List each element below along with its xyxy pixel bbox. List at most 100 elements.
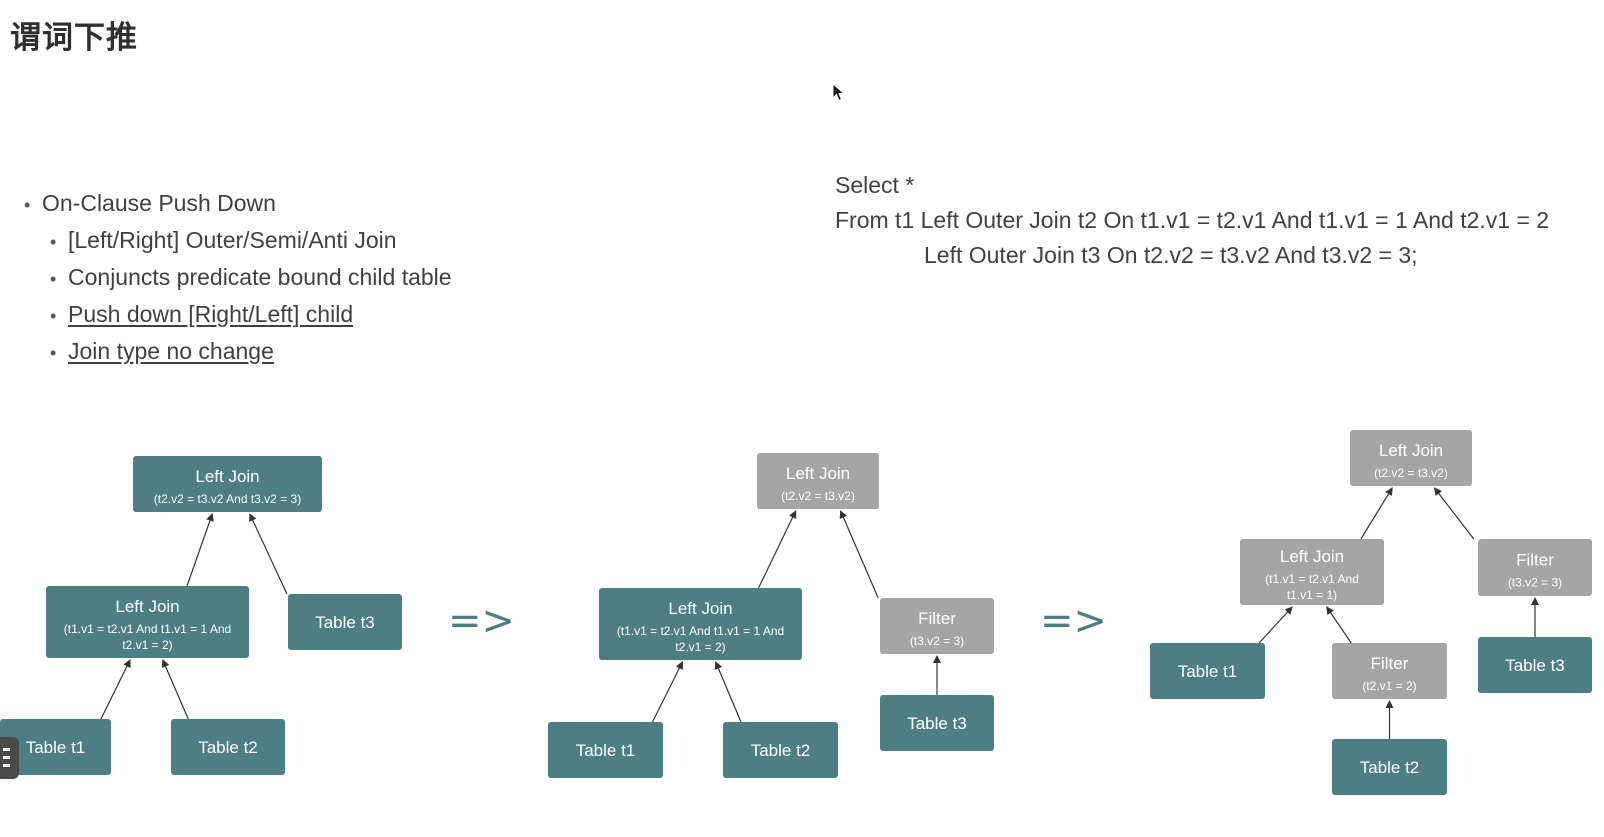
bullet-text: Conjuncts predicate bound child table: [68, 264, 452, 290]
plan-node-title: Table t2: [1360, 758, 1420, 777]
bullet-text: Push down [Right/Left] child: [68, 301, 354, 327]
plan-edge-arrow: [1258, 606, 1293, 644]
bullet-dot-icon: •: [50, 269, 57, 289]
bullet-list: • On-Clause Push Down • [Left/Right] Outer…: [24, 186, 452, 371]
plan-node-box: [599, 588, 802, 660]
plan-node-t2: Table t2: [1332, 739, 1447, 795]
sql-line: Left Outer Join t3 On t2.v2 = t3.v2 And …: [924, 242, 1418, 268]
plan-node-title: Table t3: [315, 613, 375, 632]
plan-node-condition: (t2.v1 = 2): [1362, 679, 1416, 693]
bullet-text: Join type no change: [68, 338, 274, 364]
bullet-text: On-Clause Push Down: [42, 190, 276, 216]
plan-node-title: Left Join: [1379, 441, 1443, 460]
plan-node-condition: t1.v1 = 1): [1287, 588, 1337, 602]
plan-node-box: [757, 453, 879, 509]
plan-node-box: [880, 695, 994, 751]
plan-edge-arrow: [1433, 487, 1475, 540]
bullet-item: • On-Clause Push Down: [24, 186, 452, 223]
plan-node-t1: Table t1: [0, 719, 111, 775]
plan-node-title: Filter: [1371, 654, 1409, 673]
plan-node-box: [880, 598, 994, 654]
plan-node-title: Table t2: [198, 738, 258, 757]
after-first-pushdown-tree: Left Join(t2.v2 = t3.v2) Left Join (t1.v1 …: [548, 453, 994, 778]
plan-node-box: [0, 719, 111, 775]
plan-node-box: [548, 722, 663, 778]
plan-node-box: [288, 594, 402, 650]
plan-node-filter-t3: Filter (t3.v2 = 3): [880, 598, 994, 654]
plan-node-condition: (t1.v1 = t2.v1 And t1.v1 = 1 And: [64, 622, 231, 636]
plan-node-t1: Table t1: [548, 722, 663, 778]
bullet-item: • Join type no change: [24, 334, 452, 371]
plan-node-condition: (t1.v1 = t2.v1 And: [1265, 572, 1359, 586]
plan-node-title: Table t3: [1505, 656, 1565, 675]
plan-node-box: [1332, 739, 1447, 795]
plan-node-box: [1478, 539, 1592, 596]
bullet-item: • Push down [Right/Left] child: [24, 297, 452, 334]
plan-node-lj-bottom: Left Join (t1.v1 = t2.v1 And t1.v1 = 1 An…: [599, 588, 802, 660]
plan-node-t3: Table t3: [288, 594, 402, 650]
plan-node-title: Table t2: [751, 741, 811, 760]
slide-title: 谓词下推: [10, 20, 138, 56]
plan-node-box: [1332, 643, 1447, 699]
plan-node-t1: Table t1: [1150, 643, 1265, 699]
bullet-dot-icon: •: [50, 306, 57, 326]
bullet-text: [Left/Right] Outer/Semi/Anti Join: [68, 227, 397, 253]
plan-node-condition: (t1.v1 = t2.v1 And t1.v1 = 1 And: [617, 624, 784, 638]
plan-node-title: Left Join: [115, 597, 179, 616]
plan-node-lj-top: Left Join (t2.v2 = t3.v2): [1350, 430, 1472, 486]
bullet-dot-icon: •: [50, 232, 57, 252]
plan-node-condition: (t2.v2 = t3.v2): [1374, 466, 1448, 480]
transition-arrow: =>: [448, 598, 515, 644]
plan-node-box: [1478, 637, 1592, 693]
plan-node-lj-bottom: Left Join (t1.v1 = t2.v1 And t1.v1 = 1 An…: [46, 586, 249, 658]
plan-edge-arrow: [758, 510, 797, 589]
plan-edge-arrow: [161, 659, 189, 720]
plan-node-condition: t2.v1 = 2): [675, 640, 725, 654]
bullet-dot-icon: •: [50, 343, 57, 363]
plan-node-condition: (t3.v2 = 3): [910, 634, 964, 648]
plan-node-box: [723, 722, 838, 778]
plan-node-box: [1150, 643, 1265, 699]
plan-node-box: [1350, 430, 1472, 486]
bullet-item: • Conjuncts predicate bound child table: [24, 260, 452, 297]
plan-node-lj-top: Left Join(t2.v2 = t3.v2): [757, 453, 879, 509]
plan-node-title: Filter: [1516, 551, 1554, 570]
bullet-item: • [Left/Right] Outer/Semi/Anti Join: [24, 223, 452, 260]
plan-node-box: [171, 719, 285, 775]
plan-edge-arrow: [714, 661, 742, 723]
handle-grip-icon: [3, 756, 10, 759]
plan-node-filter-t3: Filter (t3.v2 = 3): [1478, 539, 1592, 596]
plan-node-box: [133, 456, 322, 512]
plan-node-title: Left Join: [195, 467, 259, 486]
after-second-pushdown-tree: Left Join (t2.v2 = t3.v2) Left Join (t1.v1 …: [1150, 430, 1592, 795]
plan-node-box: [46, 586, 249, 658]
plan-node-title: Filter: [918, 609, 956, 628]
original-plan-tree: Left Join(t2.v2 = t3.v2 And t3.v2 = 3)Le…: [0, 456, 402, 775]
plan-node-t2: Table t2: [723, 722, 838, 778]
plan-node-filter-t2: Filter (t2.v1 = 2): [1332, 643, 1447, 699]
bullet-dot-icon: •: [24, 195, 31, 215]
plan-node-lj-top: Left Join (t2.v2 = t3.v2 And t3.v2 = 3): [133, 456, 322, 512]
plan-node-t3: Table t3: [880, 695, 994, 751]
plan-edge-arrow: [839, 510, 879, 599]
sql-line: From t1 Left Outer Join t2 On t1.v1 = t2…: [835, 207, 1550, 233]
plan-node-lj-bottom: Left Join (t1.v1 = t2.v1 And t1.v1 = 1): [1240, 539, 1384, 605]
scroll-handle[interactable]: [0, 737, 19, 779]
plan-node-condition: (t2.v2 = t3.v2 And t3.v2 = 3): [154, 492, 301, 506]
sql-line: Select *: [835, 172, 915, 198]
plan-node-title: Table t1: [1178, 662, 1238, 681]
plan-edge-arrow: [1326, 606, 1352, 644]
plan-node-title: Table t3: [907, 714, 967, 733]
plan-node-condition: (t3.v2 = 3): [1508, 576, 1562, 590]
mouse-pointer-icon: [832, 83, 846, 102]
plan-node-t2: Table t2: [171, 719, 285, 775]
plan-node-box: [1240, 539, 1384, 605]
sql-query: Select * From t1 Left Outer Join t2 On t…: [835, 168, 1549, 273]
plan-node-title: Table t1: [26, 738, 86, 757]
plan-node-title: Left Join: [668, 599, 732, 618]
plan-edge-arrow: [249, 513, 288, 595]
plan-node-title: Left Join: [1280, 547, 1344, 566]
handle-grip-icon: [3, 764, 10, 767]
transition-arrow: =>: [1040, 598, 1107, 644]
